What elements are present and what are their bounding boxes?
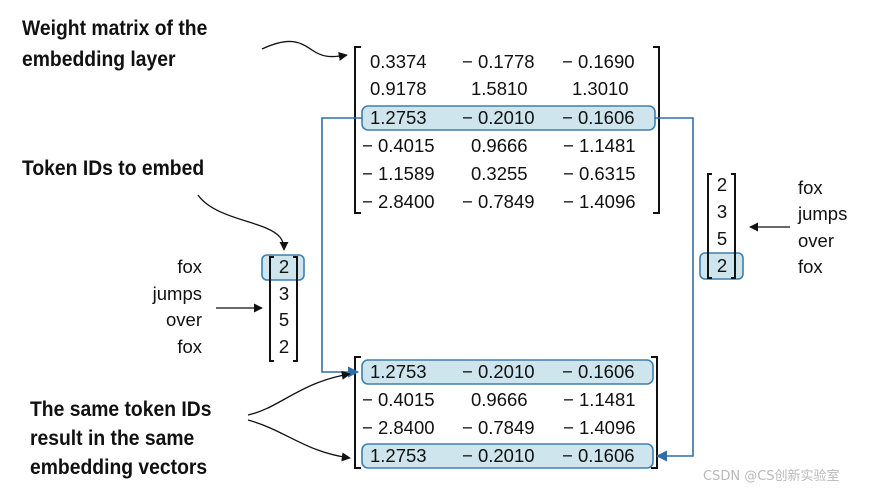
wm-r1-c1: 1.5810 [471, 78, 528, 99]
left-id-3: 2 [278, 336, 290, 357]
same-ids-arrow-upper [247, 370, 351, 416]
right-id-3: 2 [716, 255, 728, 276]
wm-r2-c2: − 0.1606 [562, 107, 635, 128]
wm-r3-c1: 0.9666 [471, 135, 528, 156]
wm-r3-c0: − 0.4015 [362, 135, 435, 156]
left-token-2: over [166, 309, 202, 330]
wm-r1-c2: 1.3010 [572, 78, 629, 99]
right-id-1: 3 [716, 201, 728, 222]
weight-matrix-heading-line-2: embedding layer [22, 48, 176, 71]
token-ids-pointer-arrow [197, 194, 289, 251]
right-token-1: jumps [798, 203, 848, 224]
left-token-1: jumps [152, 283, 202, 304]
om-r0-c1: − 0.2010 [462, 361, 535, 382]
token-ids-heading: Token IDs to embed [22, 157, 205, 180]
wm-r4-c1: 0.3255 [471, 163, 528, 184]
right-token-0: fox [798, 177, 823, 198]
wm-r3-c2: − 1.1481 [563, 135, 636, 156]
same-ids-heading-line-1: The same token IDs [30, 398, 212, 421]
om-r1-c1: 0.9666 [471, 389, 528, 410]
wm-r2-c1: − 0.2010 [462, 107, 535, 128]
wm-r5-c0: − 2.8400 [362, 191, 435, 212]
watermark: CSDN @CS创新实验室 [703, 469, 840, 484]
same-ids-heading-line-2: result in the same [30, 427, 195, 450]
wm-r0-c1: − 0.1778 [462, 51, 535, 72]
om-r3-c0: 1.2753 [370, 445, 427, 466]
right-id-0: 2 [716, 174, 728, 195]
wm-r1-c0: 0.9178 [370, 78, 427, 99]
left-connector-line [321, 117, 362, 378]
wm-r0-c0: 0.3374 [370, 51, 427, 72]
wm-r4-c2: − 0.6315 [563, 163, 636, 184]
right-id-2: 5 [716, 228, 728, 249]
wm-r5-c2: − 1.4096 [563, 191, 636, 212]
left-token-3: fox [177, 336, 202, 357]
om-r2-c1: − 0.7849 [462, 417, 535, 438]
om-r3-c2: − 0.1606 [562, 445, 635, 466]
wm-r4-c0: − 1.1589 [362, 163, 435, 184]
wm-r0-c2: − 0.1690 [562, 51, 635, 72]
left-id-0: 2 [278, 256, 290, 277]
om-r1-c2: − 1.1481 [563, 389, 636, 410]
weight-matrix-heading-line-1: Weight matrix of the [22, 17, 208, 40]
om-r3-c1: − 0.2010 [462, 445, 535, 466]
left-id-1: 3 [278, 283, 290, 304]
same-ids-arrow-lower [247, 419, 351, 462]
om-r0-c2: − 0.1606 [562, 361, 635, 382]
right-token-2: over [798, 230, 834, 251]
weight-matrix-pointer-arrow [261, 40, 348, 61]
left-id-2: 5 [278, 309, 290, 330]
left-token-0: fox [177, 256, 202, 277]
om-r2-c0: − 2.8400 [362, 417, 435, 438]
right-token-3: fox [798, 256, 823, 277]
om-r2-c2: − 1.4096 [563, 417, 636, 438]
same-ids-heading-line-3: embedding vectors [30, 456, 208, 479]
om-r0-c0: 1.2753 [370, 361, 427, 382]
wm-r2-c0: 1.2753 [370, 107, 427, 128]
om-r1-c0: − 0.4015 [362, 389, 435, 410]
wm-r5-c1: − 0.7849 [462, 191, 535, 212]
right-connector-line [655, 117, 694, 462]
